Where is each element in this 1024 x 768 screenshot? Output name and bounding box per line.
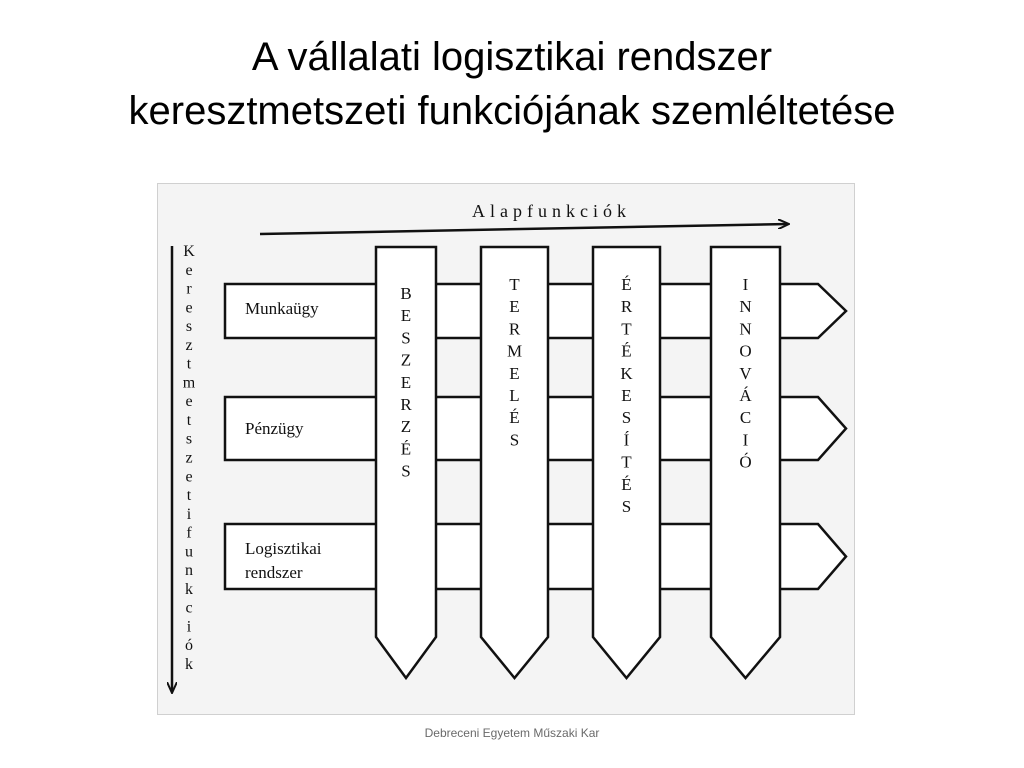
left-axis-letter: z — [185, 450, 192, 467]
left-axis-letter: n — [185, 562, 193, 579]
column-letter: R — [509, 319, 521, 338]
column-letter: T — [621, 453, 632, 472]
column-letter: O — [739, 342, 751, 361]
column-letter: C — [740, 408, 751, 427]
row-label: rendszer — [245, 563, 303, 582]
column-letter: S — [622, 497, 631, 516]
column-letter: E — [621, 386, 631, 405]
left-axis-letter: s — [186, 431, 192, 448]
column-letter: Z — [401, 417, 411, 436]
left-axis-letter: e — [185, 299, 192, 316]
column-letter: E — [401, 373, 411, 392]
left-axis-letter: i — [187, 506, 192, 523]
column-letter: N — [739, 319, 751, 338]
left-axis-letter: f — [186, 525, 192, 542]
left-axis-letter: c — [185, 600, 192, 617]
title-line-1: A vállalati logisztikai rendszer — [251, 35, 773, 79]
left-axis-letter: ó — [185, 637, 193, 654]
slide-title: A vállalati logisztikai rendszer kereszt… — [0, 30, 1024, 138]
column-letter: É — [509, 408, 519, 427]
column-letter: É — [621, 275, 631, 294]
column-letter: B — [400, 284, 411, 303]
column-letter: É — [621, 475, 631, 494]
column-arrow — [591, 245, 662, 680]
left-axis-letter: t — [187, 356, 192, 373]
left-axis-letter: r — [186, 281, 192, 298]
left-axis-letter: m — [183, 374, 196, 391]
left-axis-letter: s — [186, 318, 192, 335]
column-letter: T — [621, 319, 632, 338]
column-letter: R — [400, 395, 412, 414]
column-letter: É — [401, 439, 411, 458]
column-letter: Á — [739, 386, 752, 405]
column-letter: N — [739, 297, 751, 316]
row-label: Pénzügy — [245, 419, 304, 438]
top-axis-arrow — [259, 224, 788, 236]
column-letter: E — [509, 364, 519, 383]
column-letter: V — [739, 364, 752, 383]
column-letter: T — [509, 275, 520, 294]
left-axis-letter: e — [185, 393, 192, 410]
left-axis-letter: k — [185, 656, 193, 673]
left-axis-letter: t — [187, 487, 192, 504]
left-axis-letter: z — [185, 337, 192, 354]
top-axis-label: Alapfunkciók — [472, 201, 631, 221]
column-letter: S — [401, 462, 410, 481]
left-axis-letter: e — [185, 262, 192, 279]
left-axis-letter: u — [185, 543, 193, 560]
column-arrow — [479, 245, 550, 680]
column-letter: I — [743, 430, 749, 449]
left-axis-letter: K — [183, 243, 195, 260]
column-letter: Í — [624, 430, 630, 449]
column-letter: S — [401, 328, 410, 347]
column-arrow — [374, 245, 438, 681]
column-arrow — [709, 245, 782, 680]
left-axis-letter: e — [185, 468, 192, 485]
column-letter: S — [510, 430, 519, 449]
column-letter: Z — [401, 351, 411, 370]
left-axis-letter: i — [187, 618, 192, 635]
diagram-canvas: AlapfunkciókKeresztmetszetifunkciókMunka… — [158, 201, 848, 716]
column-letter: M — [507, 342, 522, 361]
row-label: Logisztikai — [245, 539, 322, 558]
left-axis-letter: k — [185, 581, 193, 598]
footer: Debreceni Egyetem Műszaki Kar — [424, 726, 600, 740]
column-letter: I — [743, 275, 749, 294]
column-letter: S — [622, 408, 631, 427]
row-label: Munkaügy — [245, 299, 319, 318]
column-letter: E — [509, 297, 519, 316]
left-axis-letter: t — [187, 412, 192, 429]
column-letter: Ó — [739, 453, 751, 472]
title-line-2: keresztmetszeti funkciójának szemlélteté… — [128, 89, 896, 133]
column-letter: L — [509, 386, 519, 405]
column-letter: K — [620, 364, 633, 383]
column-letter: E — [401, 306, 411, 325]
column-letter: É — [621, 342, 631, 361]
column-letter: R — [621, 297, 633, 316]
